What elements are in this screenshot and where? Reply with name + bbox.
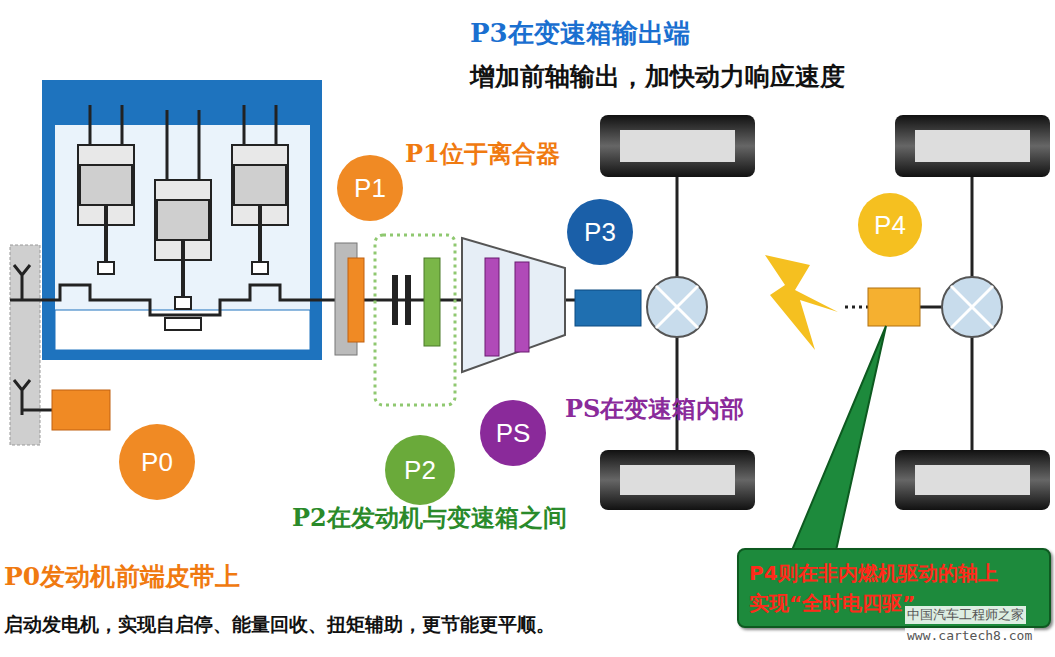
ps-motor [485, 258, 499, 356]
position-name: PS [496, 418, 531, 449]
clutch-region [375, 235, 455, 405]
heading-p2: P2在发动机与变速箱之间 [292, 502, 567, 534]
p3-motor [575, 290, 641, 326]
differential [942, 277, 1002, 337]
callout-pointer [790, 326, 886, 555]
wheel [895, 115, 1050, 177]
position-name: P3 [584, 217, 616, 248]
position-circle: P4 [858, 193, 922, 257]
position-name: P0 [141, 447, 173, 478]
engine-block [42, 80, 322, 360]
position-circle: P1 [337, 155, 403, 221]
p4-motor [868, 288, 920, 326]
position-name: P4 [874, 210, 906, 241]
wheel-rim [620, 465, 735, 495]
p2-motor [424, 258, 440, 346]
wheel-rim [915, 465, 1030, 495]
wheel [895, 450, 1050, 510]
p0-motor [52, 390, 110, 430]
position-circle: P0 [119, 424, 195, 500]
wheel [600, 115, 755, 177]
heading-p3: P3在变速箱输出端 [470, 16, 690, 51]
p1-motor [348, 258, 364, 342]
watermark: 中国汽车工程师之家 [905, 606, 1026, 624]
lightning-symbol [765, 255, 838, 350]
clutch-plate [392, 275, 398, 325]
wheel [600, 450, 755, 510]
heading-p1: P1位于离合器 [405, 138, 560, 170]
position-circle: P3 [567, 199, 633, 265]
watermark: www.cartech8.com [905, 628, 1034, 643]
wheel-rim [915, 130, 1030, 162]
electric-link [845, 306, 870, 309]
belt-pulley-band [10, 245, 40, 445]
differential [647, 277, 707, 337]
heading-ps: PS在变速箱内部 [565, 393, 744, 425]
position-name: P2 [404, 455, 436, 486]
wheel-rim [620, 130, 735, 162]
note-text: 增加前轴输出，加快动力响应速度 [470, 60, 845, 93]
heading-p0: P0发动机前端皮带上 [4, 560, 240, 593]
gearbox [462, 238, 565, 372]
position-circle: P2 [385, 435, 455, 505]
position-name: P1 [354, 173, 386, 204]
pistons [78, 105, 288, 330]
position-circle: PS [480, 400, 546, 466]
note-text: 启动发电机，实现自启停、能量回收、扭矩辅助，更节能更平顺。 [4, 612, 555, 638]
clutch-plate [405, 275, 411, 325]
ps-motor [515, 262, 529, 352]
